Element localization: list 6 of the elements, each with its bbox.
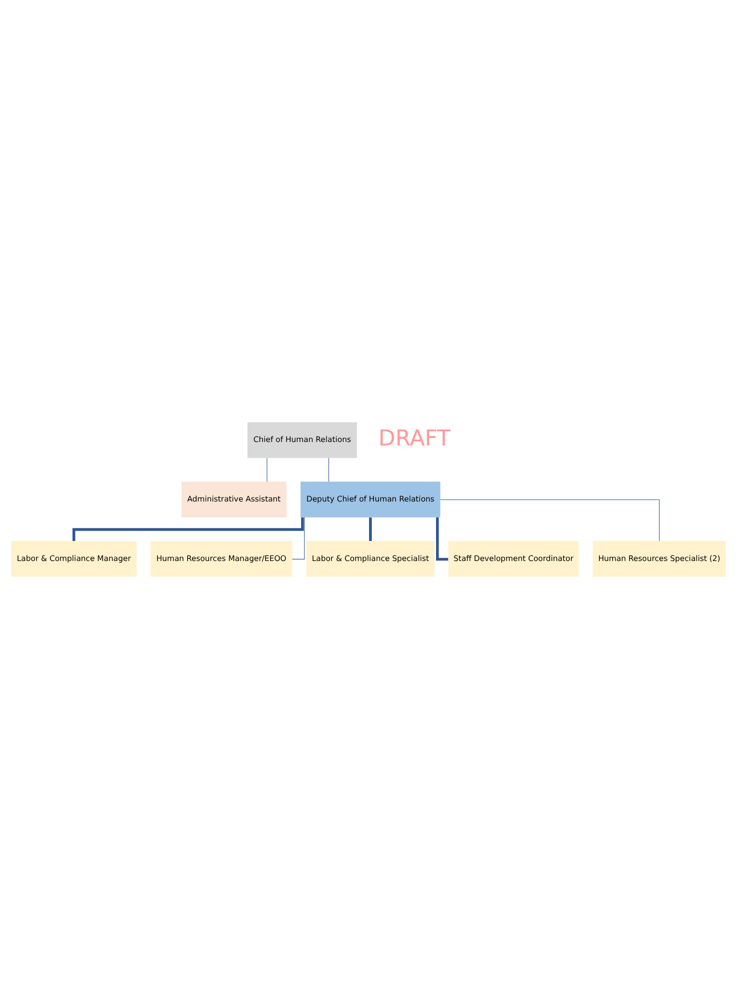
label: DRAFT — [378, 426, 450, 452]
connector — [72, 516, 304, 540]
connector — [328, 457, 330, 482]
connector — [440, 499, 660, 541]
connector — [369, 517, 372, 540]
connector — [436, 516, 448, 560]
